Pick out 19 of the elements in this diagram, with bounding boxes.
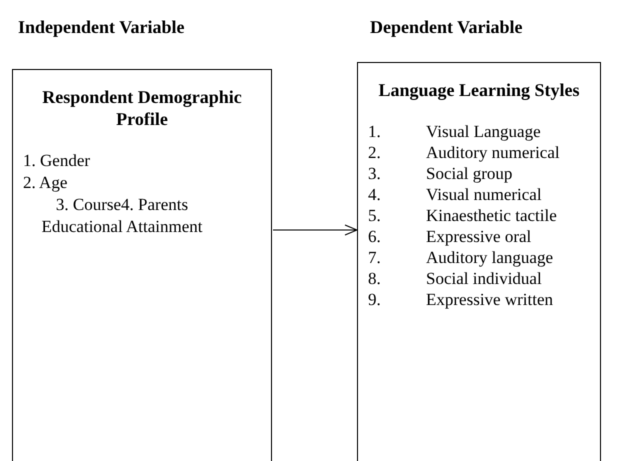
list-item: 1. Visual Language xyxy=(368,121,542,142)
box-heading: Respondent Demographic Profile xyxy=(41,86,243,130)
arrow xyxy=(272,224,358,236)
column-heading: Dependent Variable xyxy=(370,16,523,38)
text-box xyxy=(357,62,601,461)
list-item: 9. Expressive written xyxy=(368,289,554,310)
list-item: 2. Age xyxy=(23,172,68,194)
list-item: 1. Gender xyxy=(23,150,90,172)
text-box xyxy=(12,69,272,461)
list-item: 5. Kinaesthetic tactile xyxy=(368,205,558,226)
list-item: 8. Social individual xyxy=(368,268,543,289)
list-item: 3. Social group xyxy=(368,163,514,184)
column-heading: Independent Variable xyxy=(18,16,185,38)
list-item: 2. Auditory numerical xyxy=(368,142,561,163)
list-item: 7. Auditory language xyxy=(368,247,554,268)
box-heading: Language Learning Styles xyxy=(377,79,581,101)
list-item: 6. Expressive oral xyxy=(368,226,532,247)
list-item: 3. Course4. Parents Educational Attainment xyxy=(40,194,204,238)
list-item: 4. Visual numerical xyxy=(368,184,543,205)
